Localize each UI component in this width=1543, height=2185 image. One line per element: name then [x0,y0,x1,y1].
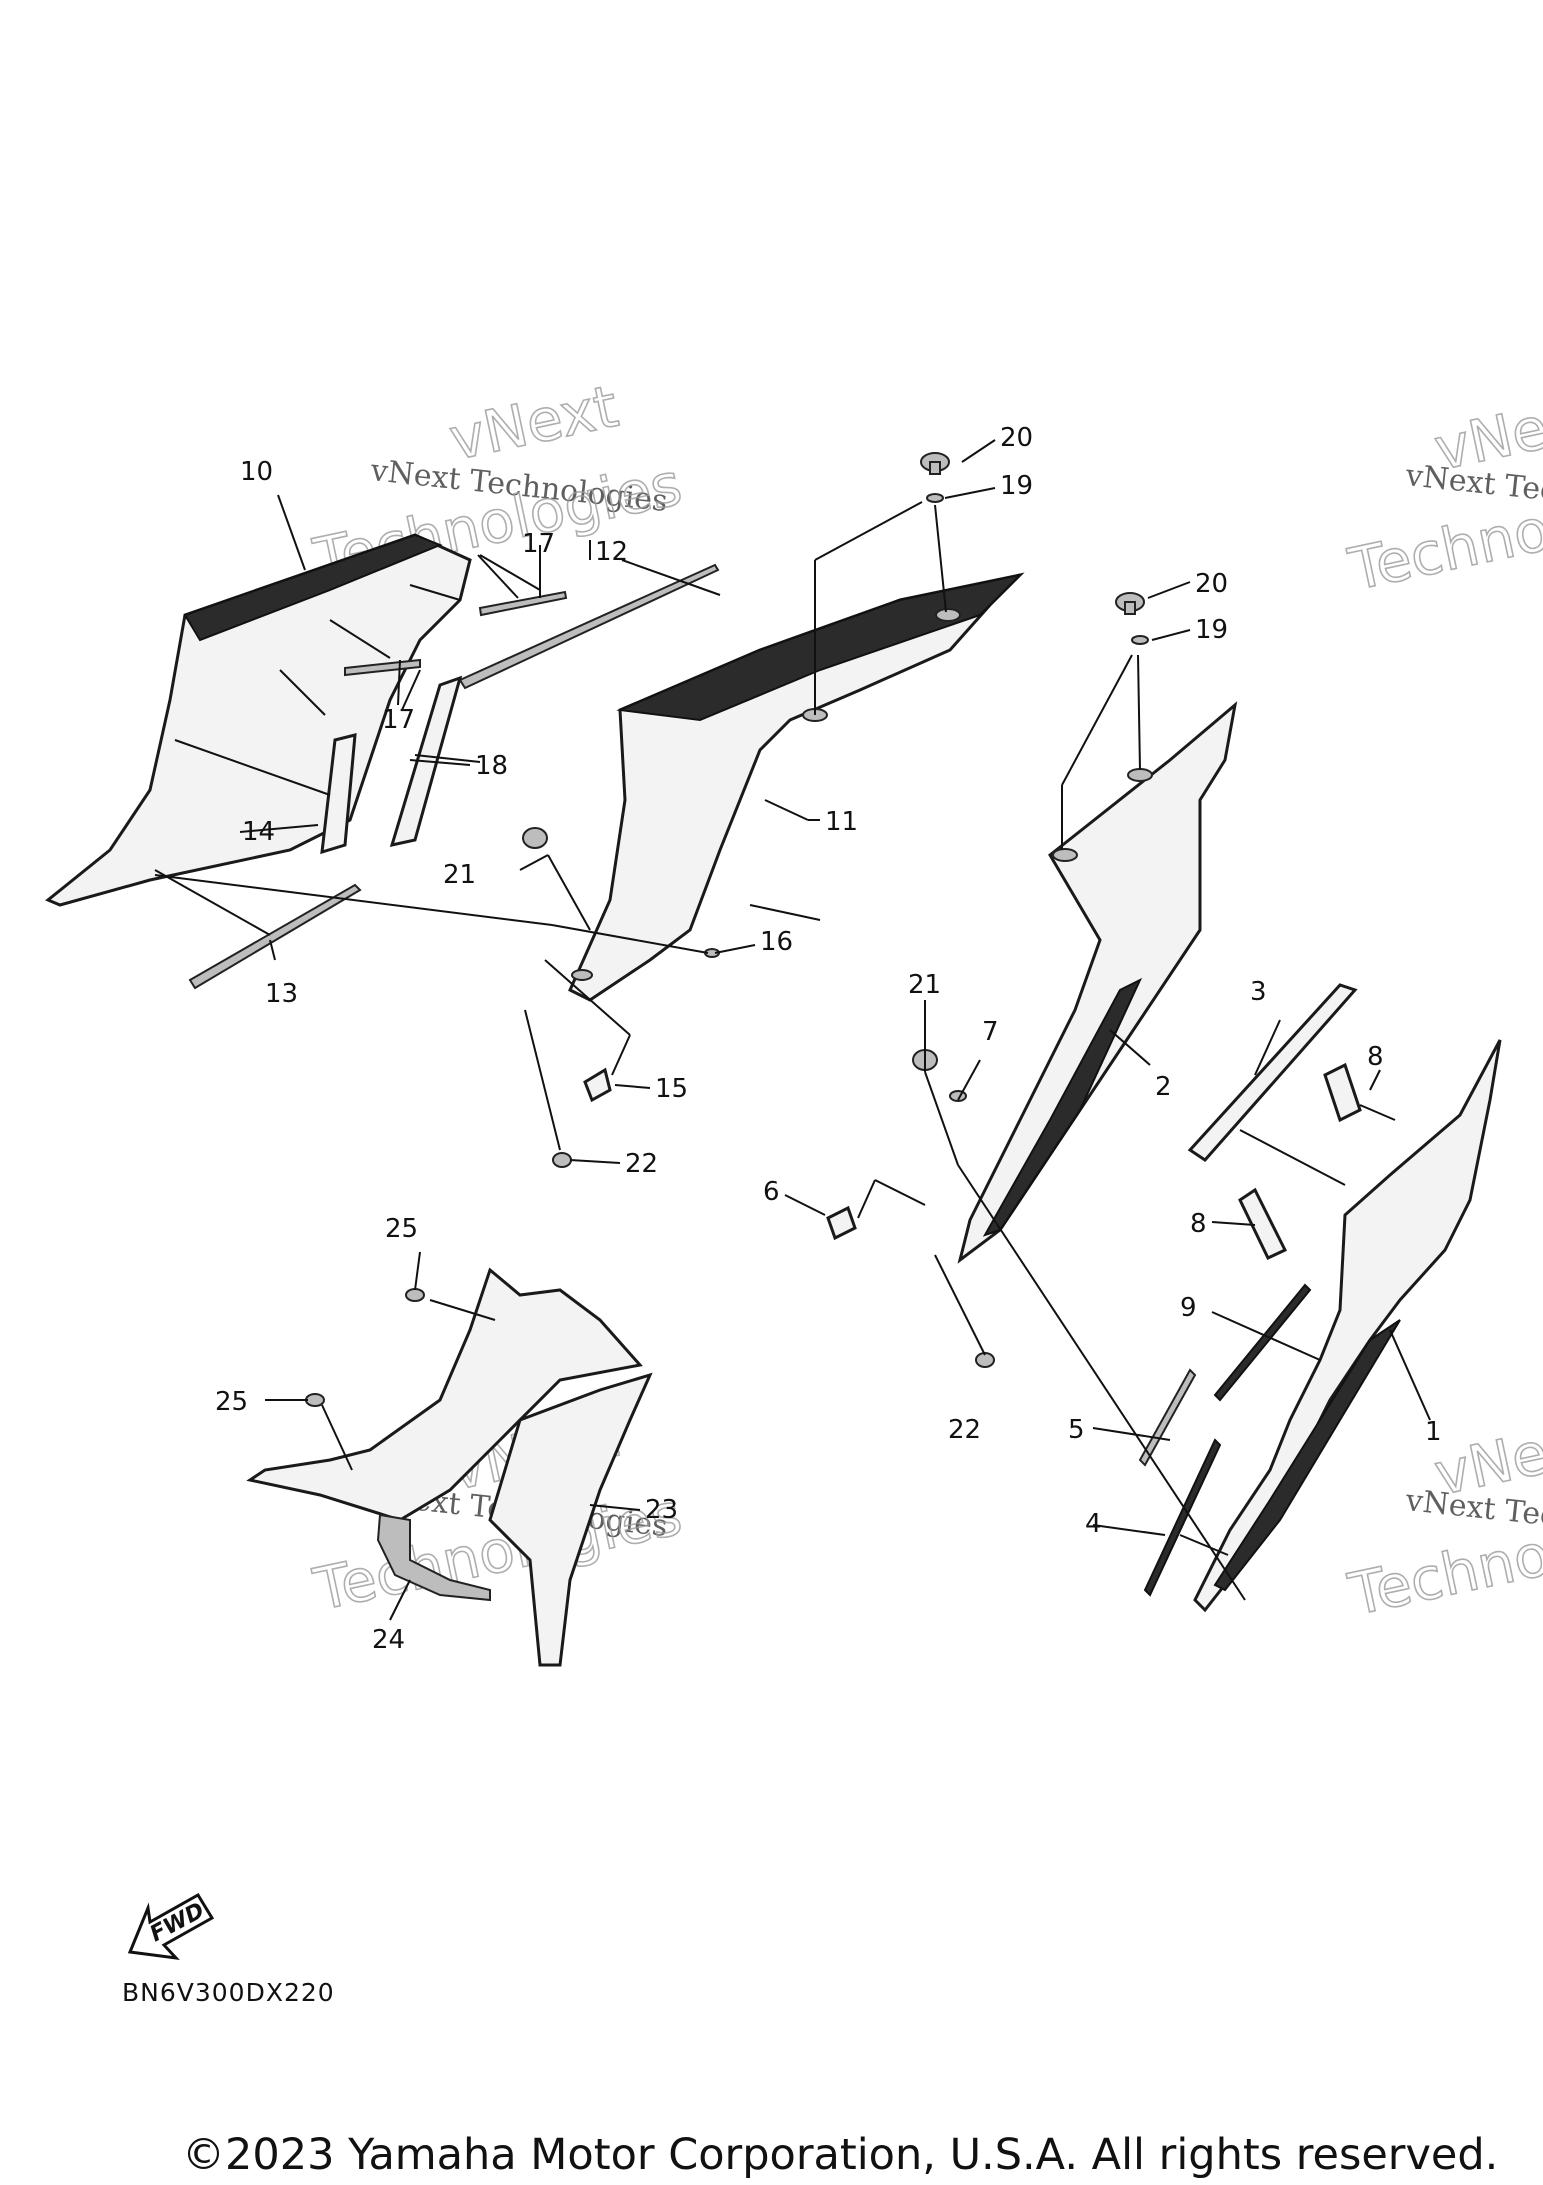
callout-25-top: 25 [385,1214,418,1244]
part-23-lower-cowl [246,1267,653,1667]
part-10-side-cowl [45,533,472,907]
svg-text:vNext: vNext [444,372,624,474]
fastener-20-b [1115,592,1145,615]
callout-8-top: 8 [1367,1042,1384,1072]
clip-6 [826,1205,857,1241]
watermark-top-right: vNext vNext Technologies Technologies [1342,381,1543,605]
callout-18: 18 [475,751,508,781]
callout-7: 7 [982,1017,999,1047]
part-25-fastener-b [305,1393,325,1407]
fwd-arrow-icon: FWD [127,1892,215,1961]
callout-20-right: 20 [1195,569,1228,599]
callout-8-lower: 8 [1190,1209,1207,1239]
part-1-side-cowl [1193,1039,1502,1613]
callout-6: 6 [763,1177,780,1207]
callout-21-right: 21 [908,970,941,1000]
callout-20-left: 20 [1000,423,1033,453]
callout-10: 10 [240,457,273,487]
fastener-20-a [920,452,950,475]
callout-15: 15 [655,1074,688,1104]
part-9-strip [1213,1283,1312,1402]
callout-14: 14 [242,817,275,847]
part-25-fastener-a [405,1288,425,1302]
callout-5: 5 [1068,1415,1085,1445]
callout-9: 9 [1180,1293,1197,1323]
leader-lines [154,439,1431,1621]
callout-17-lower: 17 [382,705,415,735]
callout-19-right: 19 [1195,615,1228,645]
callout-24: 24 [372,1625,405,1655]
part-5-strip [1138,1368,1197,1467]
callout-3: 3 [1250,977,1267,1007]
callout-17-top: 17 [522,529,555,559]
fastener-19-b [1131,635,1149,645]
part-4-strip [1143,1438,1222,1597]
callout-22-left: 22 [625,1149,658,1179]
part-3-strip [1187,983,1358,1162]
callout-11: 11 [825,807,858,837]
callout-13: 13 [265,979,298,1009]
diagram-code: BN6V300DX220 [122,1978,335,2007]
callout-4: 4 [1085,1509,1102,1539]
callout-21-left: 21 [443,860,476,890]
clip-15 [583,1067,612,1103]
callout-12: 12 [595,537,628,567]
part-13-strip [188,883,362,990]
callout-1: 1 [1425,1417,1442,1447]
callout-19-left: 19 [1000,471,1033,501]
fastener-22-b [975,1352,995,1368]
callout-25-left: 25 [215,1387,248,1417]
watermark-bottom-right: vNext vNext Technologies Technologies [1342,1406,1543,1630]
callout-23: 23 [645,1495,678,1525]
part-11-center-cowl [568,572,1025,1002]
part-2-inner-panel [957,701,1238,1264]
part-24-bracket [376,1513,491,1602]
callout-22-right: 22 [948,1415,981,1445]
fastener-19-a [926,493,944,503]
callout-labels: 10 17 12 17 18 14 13 20 19 20 19 11 21 1… [215,423,1442,1655]
part-8-pad-b [1238,1187,1288,1260]
copyright-notice: ©2023 Yamaha Motor Corporation, U.S.A. A… [182,2130,1499,2180]
fastener-21-a [522,827,548,849]
part-17-strip-b [344,658,421,677]
part-12-strip [458,563,720,690]
part-8-pad-a [1323,1062,1362,1123]
fastener-22-a [552,1152,572,1168]
callout-16: 16 [760,927,793,957]
part-14-pad [320,733,357,855]
callout-2: 2 [1155,1072,1172,1102]
part-17-strip-a [478,590,568,617]
